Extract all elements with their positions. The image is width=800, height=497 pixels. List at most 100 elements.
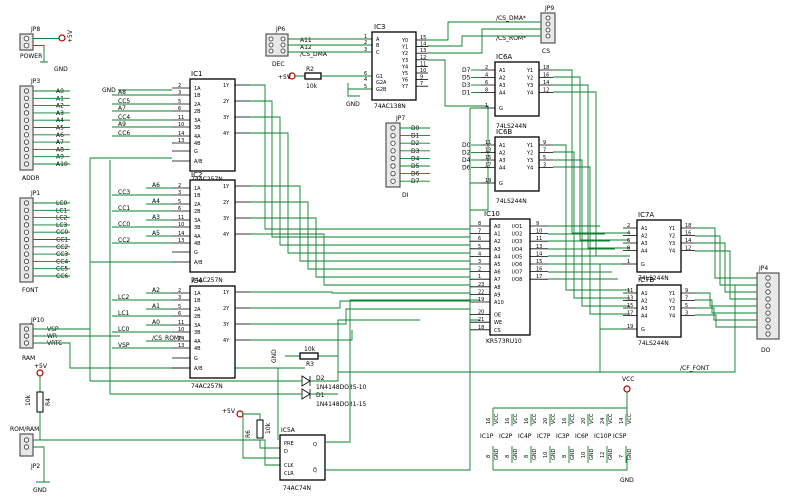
chip-pin-number: 19 <box>627 324 633 330</box>
header-pin <box>23 139 30 145</box>
chip-pin-number: 22 <box>478 289 484 295</box>
chip-pin-number: 11 <box>420 61 426 67</box>
connector-pin-label: CC6 <box>56 273 68 280</box>
gnd-pin-label: GND <box>551 448 557 460</box>
power-pin-number: 16 <box>562 418 568 424</box>
chip-pin-number: 2 <box>178 183 181 189</box>
chip-pin-name: 4A <box>194 134 201 140</box>
chip-pin-name: Y2 <box>401 51 408 57</box>
net-label: A2 <box>152 287 160 294</box>
svg-text:CLK: CLK <box>284 463 294 469</box>
r6-body <box>256 419 264 439</box>
connector-pin-label: A9 <box>56 154 64 161</box>
svg-text:WR: WR <box>47 333 57 340</box>
power-part-label: IC6P <box>575 433 589 440</box>
header-pin <box>765 324 771 330</box>
chip-pin-name: 2B <box>194 314 201 320</box>
chip-pin-name: A3 <box>641 306 648 312</box>
wire <box>428 59 489 211</box>
chip-pin-name: 3Y <box>223 322 230 328</box>
ic2-body <box>189 179 236 273</box>
connector-pin-label: D4 <box>411 155 420 162</box>
chip-pin-number: 2 <box>178 288 181 294</box>
chip-pin-name: 4Y <box>223 338 230 344</box>
chip-pin-name: 2A <box>194 202 201 208</box>
svg-text:CS: CS <box>542 48 550 55</box>
chip-pin-number: 4 <box>478 251 481 257</box>
wire <box>695 227 757 300</box>
header-pin <box>23 132 30 138</box>
chip-pin-number: 15 <box>420 35 426 41</box>
chip-pin-name: 1A <box>194 186 201 192</box>
svg-text:1N4148DO35-10: 1N4148DO35-10 <box>316 384 367 391</box>
chip-pin-number: 9 <box>543 140 546 146</box>
power-part-label: IC1P <box>480 433 494 440</box>
gnd-pin-label: GND <box>570 448 576 460</box>
chip-pin-name: 2Y <box>223 306 230 312</box>
chip-pin-name: Y3 <box>668 241 675 247</box>
diodes-and-r3: GND 10k R3 D2 1N4148DO35-10 D1 1N4148DO3… <box>90 284 757 440</box>
ic10-body <box>489 218 531 336</box>
chip-pin-number: 4 <box>364 77 367 83</box>
chip-pin-number: 10 <box>178 222 184 228</box>
svg-text:/CS_DMA*: /CS_DMA* <box>496 15 526 22</box>
chip-pin-number: 13 <box>627 296 633 302</box>
jp8-power-connector: JP8 POWER +5V GND <box>19 26 74 73</box>
power-pin-number: 8 <box>486 455 492 458</box>
chip-pin-name: A7 <box>494 277 501 283</box>
chip-pin-number: 1 <box>478 274 481 280</box>
chip-pin-name: 1B <box>194 93 201 99</box>
chip-pin-name: A6 <box>494 270 501 276</box>
net-label: CC3 <box>118 189 130 196</box>
vcc-pin-label: VCC <box>532 413 538 424</box>
net-label: CC0 <box>118 221 130 228</box>
chip-pin-name: Y3 <box>668 306 675 312</box>
chip-pin-number: 2 <box>364 40 367 46</box>
net-label: /CS_ROM* <box>152 335 182 342</box>
ic4-ref: IC4 <box>191 277 203 285</box>
chip-pin-name: 4B <box>194 241 201 247</box>
connector-pin-label: LC1 <box>56 207 68 214</box>
chip-pin-name: 1Y <box>223 83 230 89</box>
chip-pin-name: 4A <box>194 339 201 345</box>
chip-pin-name: Y4 <box>526 166 533 172</box>
power-part-label: IC5P <box>613 433 627 440</box>
power-pin-number: 14 <box>619 418 625 424</box>
vcc-pin-label: VCC <box>494 413 500 424</box>
header-pin <box>23 207 30 213</box>
connector-pin-label: A1 <box>56 95 64 102</box>
chip-pin-name: Y1 <box>668 291 675 297</box>
power-pin-number: 8 <box>505 455 511 458</box>
svg-text:JP7: JP7 <box>395 115 405 122</box>
header-pin <box>23 266 30 272</box>
chip-pin-name: A <box>376 37 380 43</box>
svg-text:/CS_ROM*: /CS_ROM* <box>496 35 526 42</box>
connector-pin-label: CC0 <box>56 229 68 236</box>
connector-pin-label: CC4 <box>56 258 68 265</box>
svg-text:VSP: VSP <box>47 326 59 333</box>
chip-pin-number: 23 <box>478 282 484 288</box>
vcc-pin-label: VCC <box>570 413 576 424</box>
chip-pin-number: 17 <box>536 274 542 280</box>
chip-pin-name: 4B <box>194 141 201 147</box>
ic10-ref: IC10 <box>484 210 500 218</box>
chip-pin-name: 1B <box>194 193 201 199</box>
svg-text:JP4: JP4 <box>758 265 768 272</box>
chip-pin-name: 2A <box>194 102 201 108</box>
chip-pin-number: 6 <box>485 80 488 86</box>
chip-pin-name: CS <box>494 328 501 334</box>
chip-pin-number: 14 <box>178 231 184 237</box>
chip-pin-number: 3 <box>178 295 181 301</box>
svg-text:Q̅: Q̅ <box>313 467 317 474</box>
net-label: D0 <box>462 142 471 149</box>
chip-pin-name: 1A <box>194 291 201 297</box>
chip-pin-name: A/B <box>194 366 203 372</box>
svg-text:+5V: +5V <box>278 74 292 81</box>
chip-pin-name: A1 <box>499 68 506 74</box>
header-pin <box>23 161 30 167</box>
